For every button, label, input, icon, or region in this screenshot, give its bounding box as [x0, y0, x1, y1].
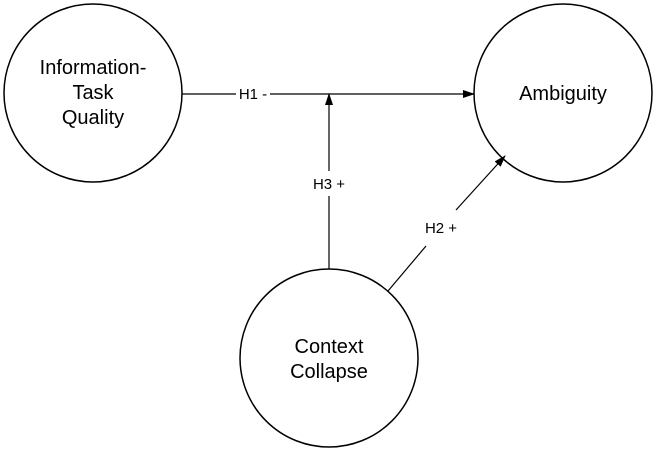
edge-label-h3: H3 +: [313, 176, 345, 193]
edge-h2: H2 +: [387, 155, 506, 292]
edge-h3: H3 +: [313, 93, 345, 269]
edge-label-h2: H2 +: [425, 220, 457, 237]
node-label-line: Task: [72, 82, 114, 104]
edge-label-h1: H1 -: [239, 86, 267, 103]
node-label-line: Context: [295, 336, 364, 358]
node-label-line: Information-: [40, 57, 147, 79]
node-label-line: Quality: [62, 107, 124, 129]
node-context-collapse: Context Collapse: [239, 268, 419, 448]
node-ambiguity: Ambiguity: [473, 3, 653, 183]
node-information-task-quality: Information- Task Quality: [3, 3, 183, 183]
node-label-line: Collapse: [290, 361, 368, 383]
node-label-line: Ambiguity: [519, 83, 607, 105]
edge-h1: H1 -: [182, 86, 475, 103]
